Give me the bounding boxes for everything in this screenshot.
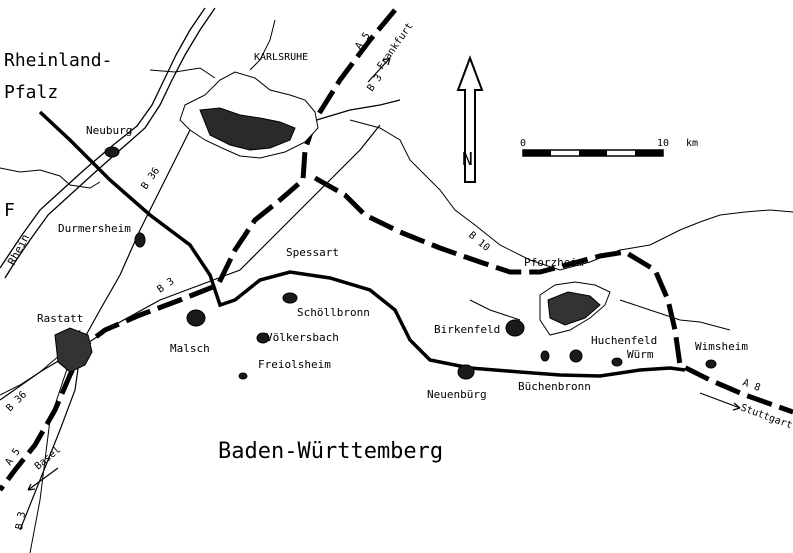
place-pforzheim: Pforzheim bbox=[524, 256, 584, 269]
place-schoellbronn: Schöllbronn bbox=[297, 306, 370, 319]
place-birkenfeld: Birkenfeld bbox=[434, 323, 500, 336]
main-roads bbox=[38, 110, 686, 378]
road-b10: B 10 bbox=[466, 230, 492, 254]
region-rheinland: Rheinland- bbox=[4, 50, 112, 71]
settlements bbox=[54, 71, 717, 380]
wimsheim-blob bbox=[705, 359, 717, 369]
road-b3-south: B 3 bbox=[14, 511, 28, 531]
b3-road bbox=[38, 110, 686, 378]
direction-basel: Basel bbox=[33, 445, 63, 473]
north-arrow bbox=[456, 55, 484, 183]
birkenfeld-blob bbox=[505, 319, 525, 337]
basel-arrow bbox=[27, 467, 59, 491]
road-b3-mid: B 3 bbox=[155, 276, 176, 295]
scale-unit: km bbox=[686, 138, 698, 149]
streams bbox=[0, 19, 793, 553]
a8-motorway bbox=[313, 175, 793, 415]
road-b3-north: B 3 bbox=[365, 73, 384, 94]
place-rastatt: Rastatt bbox=[37, 312, 83, 325]
place-freiolsheim: Freiolsheim bbox=[258, 358, 331, 371]
place-wuerm: Würm bbox=[627, 348, 654, 361]
road-b36-north: B 36 bbox=[139, 166, 162, 192]
north-arrow-label: N bbox=[462, 149, 473, 170]
place-neuburg: Neuburg bbox=[86, 124, 132, 137]
place-malsch: Malsch bbox=[170, 342, 210, 355]
stuttgart-arrow bbox=[699, 392, 741, 411]
road-b36-south: B 36 bbox=[4, 389, 29, 414]
place-karlsruhe: KARLSRUHE bbox=[254, 52, 308, 63]
place-huchenfeld: Huchenfeld bbox=[591, 334, 657, 347]
durmersheim-blob bbox=[134, 232, 146, 248]
voelkersbach-blob bbox=[256, 332, 270, 344]
rhine-river bbox=[0, 7, 216, 279]
neuburg-blob bbox=[104, 146, 120, 158]
direction-arrows bbox=[27, 57, 741, 491]
huchenfeld-blob bbox=[611, 357, 623, 367]
buechenbronn-blob bbox=[569, 349, 583, 363]
neuenbuerg-blob bbox=[457, 364, 475, 380]
place-voelkersbach: Völkersbach bbox=[266, 331, 339, 344]
road-a8: A 8 bbox=[741, 377, 762, 394]
spessart-blob bbox=[282, 292, 298, 304]
scale-start: 0 bbox=[520, 138, 526, 149]
place-buechenbronn: Büchenbronn bbox=[518, 380, 591, 393]
region-france: F bbox=[4, 200, 15, 221]
scale-bar bbox=[522, 149, 664, 157]
scale-end: 10 bbox=[657, 138, 669, 149]
malsch-blob bbox=[186, 309, 206, 327]
place-wimsheim: Wimsheim bbox=[695, 340, 748, 353]
freiolsheim-blob bbox=[238, 372, 248, 380]
motorways bbox=[0, 8, 793, 492]
place-durmersheim: Durmersheim bbox=[58, 222, 131, 235]
rastatt-area bbox=[54, 327, 93, 373]
river-label: Rhein bbox=[5, 232, 32, 267]
region-baden-wuerttemberg: Baden-Württemberg bbox=[218, 439, 443, 464]
place-spessart: Spessart bbox=[286, 246, 339, 259]
place-neuenbuerg: Neuenbürg bbox=[427, 388, 487, 401]
frankfurt-arrow bbox=[367, 57, 391, 83]
region-pfalz: Pfalz bbox=[4, 82, 58, 103]
